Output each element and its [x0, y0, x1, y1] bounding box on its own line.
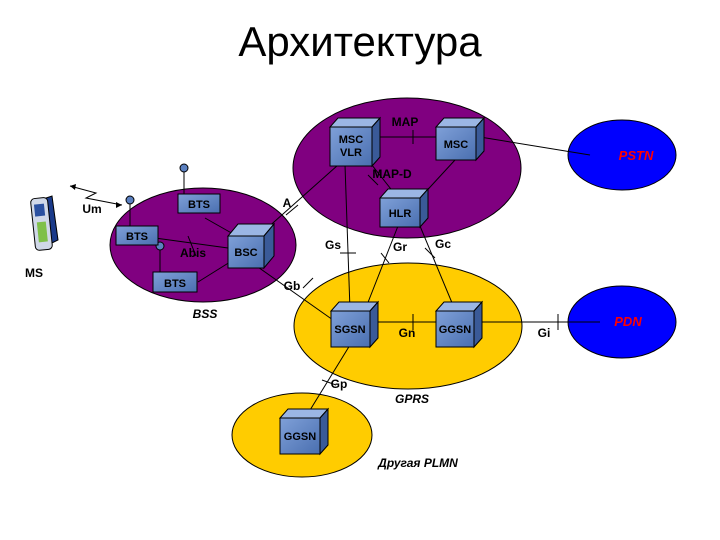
node-bsc: BSC	[226, 222, 276, 270]
node-bts-top: BTS	[177, 193, 221, 214]
ggsn-other-label: GGSN	[284, 431, 316, 443]
msc-vlr-label-line1: MSC	[339, 134, 364, 146]
bsc-label: BSC	[234, 247, 257, 259]
gprs-label: GPRS	[395, 392, 429, 406]
interface-um-label: Um	[82, 202, 101, 216]
radio-link-icon	[69, 185, 123, 206]
hlr-label: HLR	[389, 208, 412, 220]
node-msc-vlr: MSC VLR	[328, 116, 382, 168]
antenna-top-icon	[179, 163, 189, 173]
pstn-label: PSTN	[619, 148, 654, 163]
bts-top-label: BTS	[188, 199, 210, 211]
pstn-ellipse	[567, 119, 677, 191]
interface-gs-label: Gs	[325, 238, 341, 252]
bts-left-label: BTS	[126, 231, 148, 243]
interface-gp-label: Gp	[331, 377, 348, 391]
interface-a-label: A	[283, 196, 292, 210]
msc-label: MSC	[444, 139, 469, 151]
pdn-label: PDN	[614, 314, 642, 329]
node-ggsn-other: GGSN	[278, 407, 330, 456]
sgsn-label: SGSN	[334, 324, 365, 336]
node-sgsn: SGSN	[329, 300, 380, 349]
node-ggsn: GGSN	[434, 300, 484, 349]
interface-gn-label: Gn	[399, 326, 416, 340]
page-title: Архитектура	[238, 18, 482, 65]
other-plmn-label: Другая PLMN	[377, 456, 458, 470]
interface-abis-label: Abis	[180, 246, 206, 260]
interface-map-d-label: MAP-D	[372, 167, 412, 181]
node-hlr: HLR	[378, 187, 430, 229]
gprs-ellipse	[293, 262, 523, 390]
node-bts-left: BTS	[115, 225, 159, 246]
node-msc: MSC	[434, 116, 486, 162]
msc-vlr-label-line2: VLR	[340, 147, 362, 159]
interface-ticks	[187, 130, 559, 386]
interface-map-label: MAP	[392, 115, 419, 129]
mobile-phone-icon	[30, 195, 59, 251]
bts-bottom-label: BTS	[164, 278, 186, 290]
interface-gr-label: Gr	[393, 240, 407, 254]
bss-label: BSS	[193, 307, 218, 321]
interface-gb-label: Gb	[284, 279, 301, 293]
node-bts-bottom: BTS	[152, 271, 198, 293]
connections	[129, 136, 600, 416]
interface-gc-label: Gc	[435, 237, 451, 251]
ggsn-label: GGSN	[439, 324, 471, 336]
antenna-left-icon	[125, 195, 135, 205]
interface-gi-label: Gi	[538, 326, 551, 340]
ms-label: MS	[25, 266, 43, 280]
